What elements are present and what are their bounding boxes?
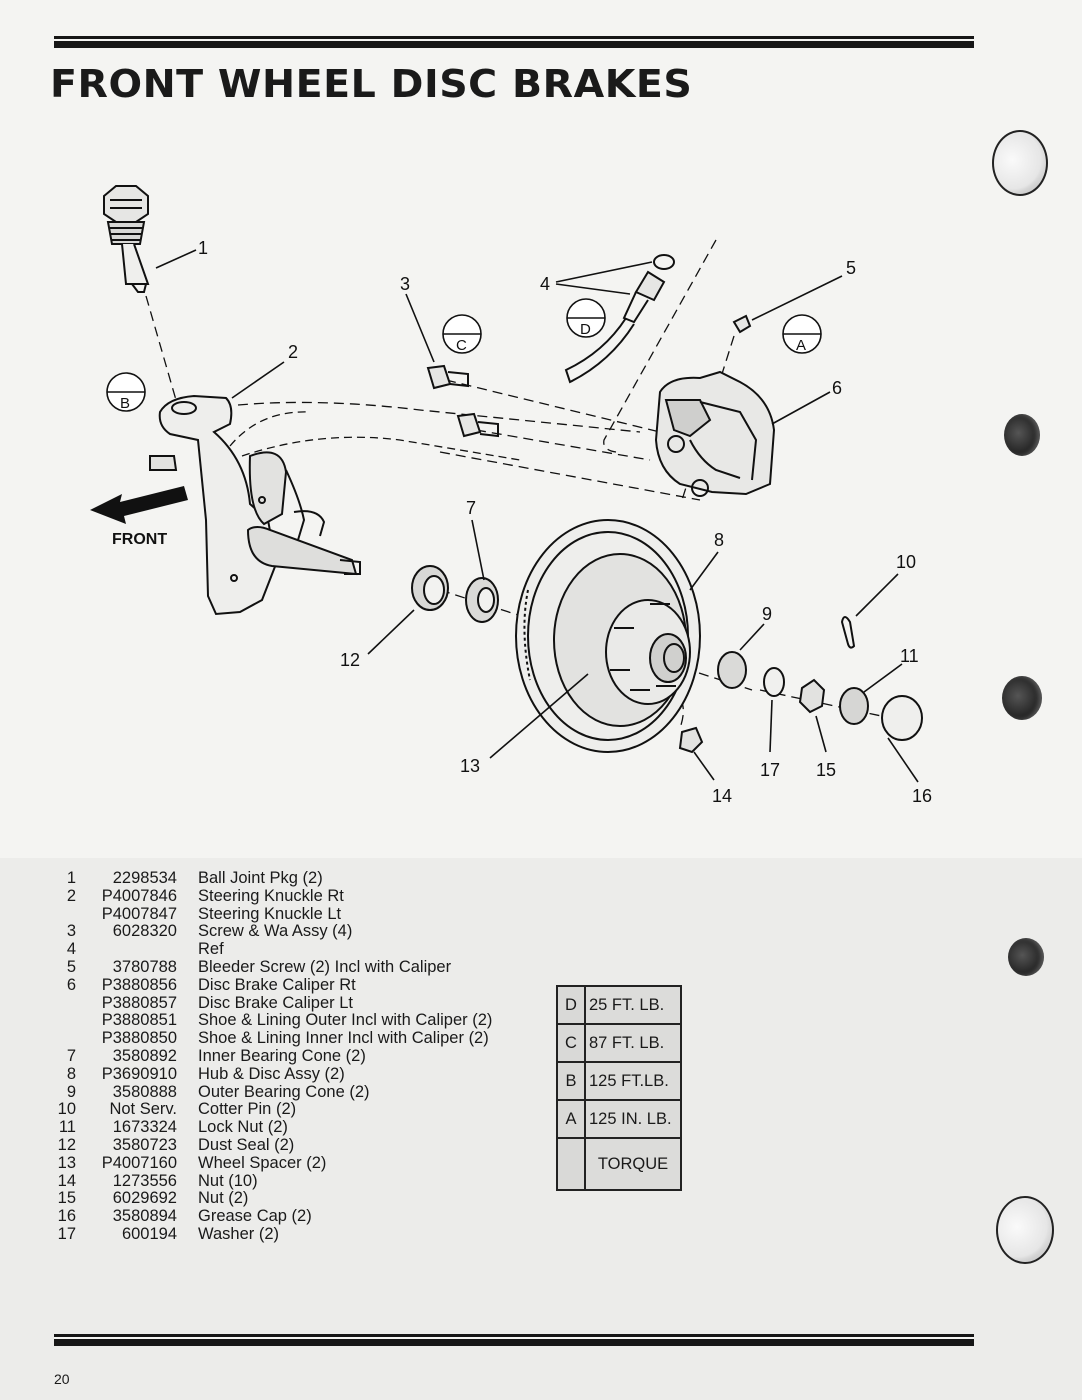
dust-seal-part — [411, 565, 449, 611]
callout-number: 12 — [340, 650, 360, 670]
ball-joint-part — [103, 185, 150, 293]
callout-number: 15 — [816, 760, 836, 780]
torque-marker: D — [580, 321, 591, 338]
torque-marker: B — [120, 395, 130, 412]
nut-part — [798, 678, 826, 714]
binder-hole — [1002, 676, 1042, 720]
hub-disc-part — [515, 519, 701, 753]
callout-number: 11 — [900, 646, 919, 666]
outer-bearing-part — [717, 651, 747, 689]
callout-number: 4 — [540, 274, 550, 294]
brake-caliper-part — [654, 370, 776, 497]
callout-number: 10 — [896, 552, 916, 572]
binder-hole — [996, 1196, 1054, 1264]
grease-cap-part — [881, 695, 923, 741]
callout-number: 8 — [714, 530, 724, 550]
steering-knuckle-part — [158, 394, 361, 616]
callout-number: 2 — [288, 342, 298, 362]
cotter-pin-part — [840, 616, 856, 649]
page-number: 20 — [54, 1371, 70, 1387]
lock-nut-part — [839, 687, 869, 725]
binder-hole — [1008, 938, 1044, 976]
callout-number: 14 — [712, 786, 732, 806]
callout-number: 7 — [466, 498, 476, 518]
front-label: FRONT — [112, 531, 167, 548]
callout-number: 9 — [762, 604, 772, 624]
callout-number: 1 — [198, 238, 208, 258]
page-title: FRONT WHEEL DISC BRAKES — [50, 62, 693, 106]
callout-number: 5 — [846, 258, 856, 278]
top-rule — [54, 36, 974, 48]
wheel-nut-part — [678, 726, 704, 754]
washer-part — [763, 667, 785, 697]
callout-number: 13 — [460, 756, 480, 776]
lower-page-band — [0, 858, 1082, 1400]
callout-number: 3 — [400, 274, 410, 294]
binder-hole — [992, 130, 1048, 196]
inner-bearing-part — [465, 577, 499, 623]
caliper-screw-part — [426, 364, 499, 438]
callout-number: 17 — [760, 760, 780, 780]
bottom-rule — [54, 1334, 974, 1346]
exploded-diagram: FRONT B C D A 1 2 3 4 5 6 7 8 9 10 11 12… — [90, 185, 932, 806]
front-arrow-icon — [90, 486, 188, 524]
torque-marker: A — [796, 337, 806, 354]
binder-hole — [1004, 414, 1040, 456]
brake-hose-part — [564, 254, 675, 384]
torque-footer: TORQUE — [558, 1139, 680, 1189]
callout-number: 6 — [832, 378, 842, 398]
torque-marker: C — [456, 337, 467, 354]
callout-number: 16 — [912, 786, 932, 806]
